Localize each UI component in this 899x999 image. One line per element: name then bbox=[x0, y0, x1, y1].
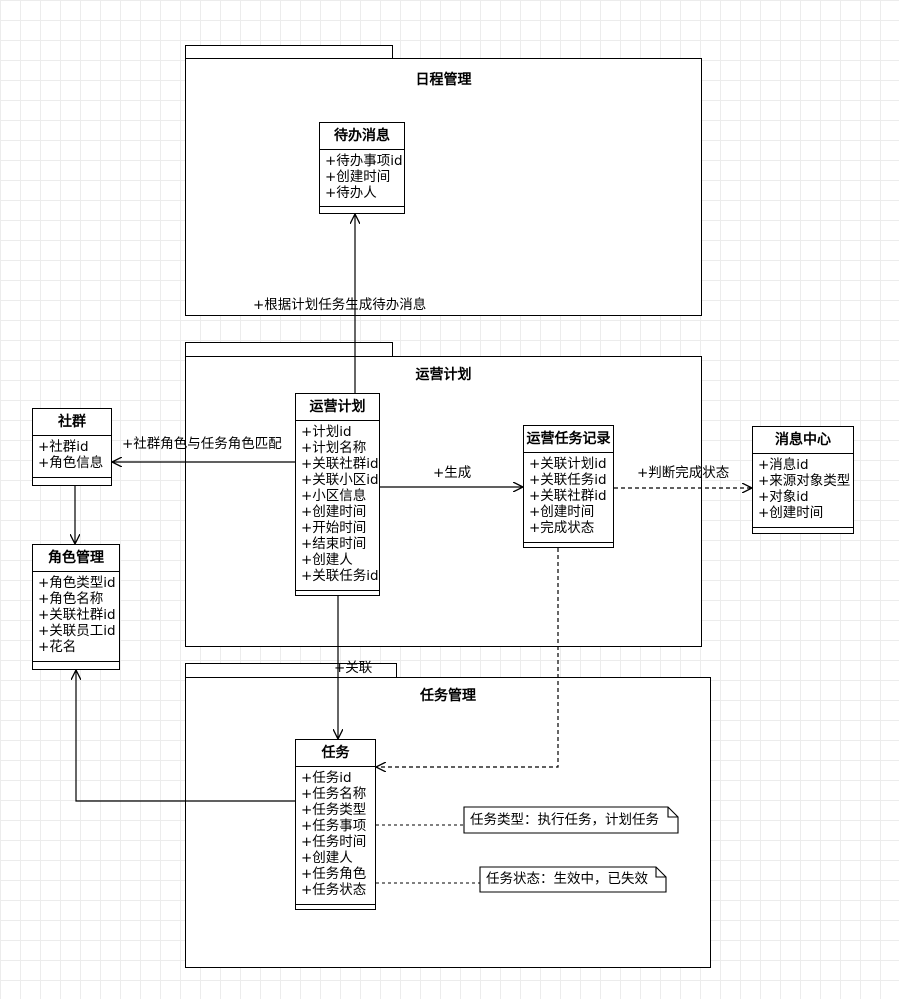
package-tab-schedule bbox=[185, 45, 393, 59]
class-name-role-management: 角色管理 bbox=[33, 545, 119, 572]
class-attr: +关联社群id bbox=[38, 607, 116, 623]
class-name-message-center: 消息中心 bbox=[753, 427, 853, 454]
class-attr: +小区信息 bbox=[301, 488, 367, 504]
class-attr: +来源对象类型 bbox=[758, 473, 851, 489]
class-attr: +社群id bbox=[38, 439, 89, 455]
class-attr: +任务事项 bbox=[301, 818, 367, 834]
class-attr: +待办人 bbox=[325, 185, 377, 201]
class-attr: +创建人 bbox=[301, 552, 353, 568]
note-shape-task-type bbox=[463, 806, 679, 834]
class-name-task: 任务 bbox=[296, 740, 375, 767]
package-ops-plan: 运营计划 bbox=[185, 356, 702, 647]
package-schedule: 日程管理 bbox=[185, 58, 702, 316]
class-attrs-message-center: +消息id +来源对象类型 +对象id +创建时间 bbox=[753, 454, 853, 528]
class-role-management: 角色管理 +角色类型id +角色名称 +关联社群id +关联员工id +花名 bbox=[32, 544, 120, 670]
note-shape-task-status bbox=[479, 866, 667, 893]
class-attr: +角色类型id bbox=[38, 575, 116, 591]
note-task-status: 任务状态：生效中，已失效 bbox=[486, 871, 648, 887]
class-todo-message: 待办消息 +待办事项id +创建时间 +待办人 bbox=[319, 122, 405, 214]
class-attrs-task: +任务id +任务名称 +任务类型 +任务事项 +任务时间 +创建人 +任务角色… bbox=[296, 767, 375, 905]
edge-task-to-role bbox=[76, 670, 295, 802]
note-task-type: 任务类型：执行任务，计划任务 bbox=[470, 812, 659, 828]
class-attr: +角色名称 bbox=[38, 591, 104, 607]
class-attr: +结束时间 bbox=[301, 536, 367, 552]
class-attr: +关联社群id bbox=[529, 488, 607, 504]
class-ops-task-record: 运营任务记录 +关联计划id +关联任务id +关联社群id +创建时间 +完成… bbox=[523, 425, 614, 548]
package-title-schedule: 日程管理 bbox=[415, 72, 472, 88]
class-attr: +关联小区id bbox=[301, 472, 379, 488]
class-attr: +关联计划id bbox=[529, 456, 607, 472]
class-attr: +创建时间 bbox=[301, 504, 367, 520]
class-attr: +关联任务id bbox=[529, 472, 607, 488]
class-attr: +角色信息 bbox=[38, 455, 104, 471]
class-attr: +任务角色 bbox=[301, 866, 367, 882]
class-attr: +待办事项id bbox=[325, 153, 403, 169]
class-attr: +花名 bbox=[38, 639, 77, 655]
class-name-ops-plan: 运营计划 bbox=[296, 394, 379, 421]
class-message-center: 消息中心 +消息id +来源对象类型 +对象id +创建时间 bbox=[752, 426, 854, 534]
class-attr: +完成状态 bbox=[529, 520, 595, 536]
class-ops-plan: 运营计划 +计划id +计划名称 +关联社群id +关联小区id +小区信息 +… bbox=[295, 393, 380, 596]
package-tab-ops-plan bbox=[185, 342, 393, 357]
package-title-task-mgmt: 任务管理 bbox=[420, 688, 476, 704]
package-title-ops-plan: 运营计划 bbox=[415, 367, 472, 383]
class-attrs-role-management: +角色类型id +角色名称 +关联社群id +关联员工id +花名 bbox=[33, 572, 119, 662]
class-attrs-ops-plan: +计划id +计划名称 +关联社群id +关联小区id +小区信息 +创建时间 … bbox=[296, 421, 379, 591]
class-attr: +创建时间 bbox=[325, 169, 391, 185]
class-task: 任务 +任务id +任务名称 +任务类型 +任务事项 +任务时间 +创建人 +任… bbox=[295, 739, 376, 910]
class-name-todo-message: 待办消息 bbox=[320, 123, 404, 150]
edge-label-record-to-message: +判断完成状态 bbox=[637, 465, 730, 481]
class-attr: +创建人 bbox=[301, 850, 353, 866]
class-name-ops-task-record: 运营任务记录 bbox=[524, 426, 613, 453]
edge-label-plan-to-task: +关联 bbox=[334, 660, 373, 676]
class-attr: +任务名称 bbox=[301, 786, 367, 802]
package-tab-task-mgmt bbox=[185, 663, 397, 678]
class-attrs-community: +社群id +角色信息 bbox=[33, 436, 111, 478]
class-attrs-ops-task-record: +关联计划id +关联任务id +关联社群id +创建时间 +完成状态 bbox=[524, 453, 613, 543]
class-attr: +计划名称 bbox=[301, 440, 367, 456]
class-attr: +任务id bbox=[301, 770, 352, 786]
class-attrs-todo-message: +待办事项id +创建时间 +待办人 bbox=[320, 150, 404, 207]
class-attr: +任务状态 bbox=[301, 882, 367, 898]
edge-record-to-task bbox=[376, 548, 559, 767]
edge-label-plan-to-record: +生成 bbox=[433, 465, 472, 481]
class-attr: +对象id bbox=[758, 489, 809, 505]
note-shape-task-status-fold bbox=[655, 867, 666, 878]
class-attr: +任务类型 bbox=[301, 802, 367, 818]
class-attr: +消息id bbox=[758, 457, 809, 473]
class-community: 社群 +社群id +角色信息 bbox=[32, 408, 112, 486]
class-attr: +创建时间 bbox=[529, 504, 595, 520]
class-attr: +开始时间 bbox=[301, 520, 367, 536]
class-attr: +关联任务id bbox=[301, 568, 379, 584]
class-name-community: 社群 bbox=[33, 409, 111, 436]
edge-label-plan-to-todo: +根据计划任务生成待办消息 bbox=[253, 297, 427, 313]
edge-label-plan-to-community: +社群角色与任务角色匹配 bbox=[122, 436, 282, 452]
class-attr: +关联社群id bbox=[301, 456, 379, 472]
class-attr: +计划id bbox=[301, 424, 352, 440]
class-attr: +创建时间 bbox=[758, 505, 824, 521]
note-shape-task-type-fold bbox=[667, 807, 678, 818]
class-attr: +关联员工id bbox=[38, 623, 116, 639]
class-attr: +任务时间 bbox=[301, 834, 367, 850]
